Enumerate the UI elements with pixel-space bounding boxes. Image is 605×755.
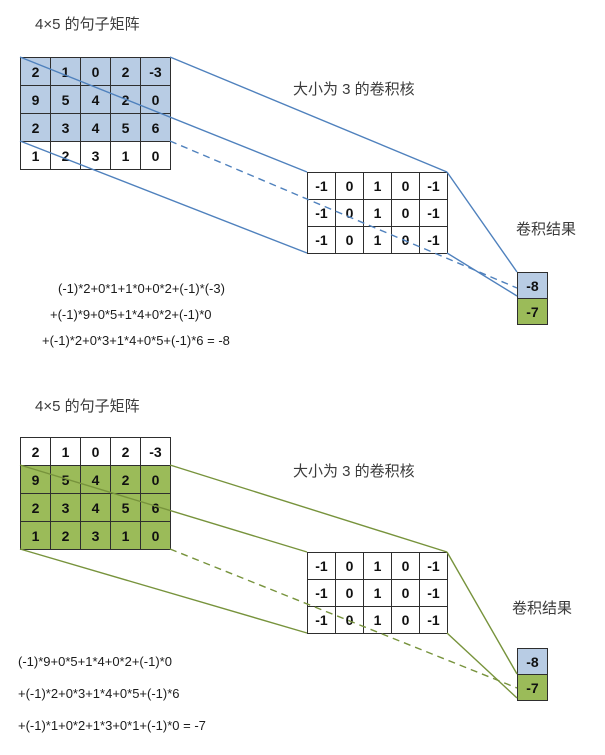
kernel-cell: 1 bbox=[364, 173, 392, 200]
kernel-cell: 1 bbox=[364, 607, 392, 634]
matrix-cell: 3 bbox=[81, 142, 111, 170]
result-cell: -7 bbox=[518, 675, 548, 701]
kernel-cell: 0 bbox=[392, 607, 420, 634]
matrix-cell: 1 bbox=[111, 522, 141, 550]
matrix-cell: 9 bbox=[21, 86, 51, 114]
matrix-cell: 4 bbox=[81, 114, 111, 142]
matrix-cell: 2 bbox=[21, 114, 51, 142]
matrix-cell: -3 bbox=[141, 58, 171, 86]
kernel-cell: 1 bbox=[364, 580, 392, 607]
matrix-cell: 0 bbox=[81, 438, 111, 466]
kernel-label: 大小为 3 的卷积核 bbox=[293, 81, 415, 98]
kernel-cell: 0 bbox=[336, 173, 364, 200]
formula-line: (-1)*9+0*5+1*4+0*2+(-1)*0 bbox=[18, 654, 172, 669]
formula-block: (-1)*2+0*1+1*0+0*2+(-1)*(-3) +(-1)*9+0*5+… bbox=[0, 276, 230, 354]
matrix-cell: 1 bbox=[111, 142, 141, 170]
result-label: 卷积结果 bbox=[516, 221, 577, 238]
kernel-cell: 1 bbox=[364, 553, 392, 580]
matrix-cell: 4 bbox=[81, 86, 111, 114]
result-column: -8-7 bbox=[517, 272, 548, 325]
matrix-cell: 6 bbox=[141, 494, 171, 522]
kernel-cell: -1 bbox=[308, 200, 336, 227]
matrix-cell: 5 bbox=[51, 86, 81, 114]
matrix-cell: 1 bbox=[51, 58, 81, 86]
matrix-cell: 5 bbox=[51, 466, 81, 494]
matrix-cell: 6 bbox=[141, 114, 171, 142]
matrix-cell: 1 bbox=[51, 438, 81, 466]
kernel-cell: 0 bbox=[336, 200, 364, 227]
matrix-cell: 0 bbox=[141, 142, 171, 170]
kernel-cell: -1 bbox=[420, 553, 448, 580]
matrix-cell: 3 bbox=[51, 494, 81, 522]
formula-line: (-1)*2+0*1+1*0+0*2+(-1)*(-3) bbox=[58, 281, 225, 296]
matrix-cell: 0 bbox=[81, 58, 111, 86]
matrix-cell: 2 bbox=[21, 494, 51, 522]
formula-line: +(-1)*2+0*3+1*4+0*5+(-1)*6 bbox=[18, 686, 180, 701]
kernel-cell: 0 bbox=[392, 227, 420, 254]
kernel-cell: 0 bbox=[392, 580, 420, 607]
result-column: -8-7 bbox=[517, 648, 548, 701]
matrix-cell: 2 bbox=[51, 142, 81, 170]
matrix-cell: 1 bbox=[21, 522, 51, 550]
result-cell: -8 bbox=[518, 273, 548, 299]
kernel-cell: -1 bbox=[308, 227, 336, 254]
formula-line: +(-1)*2+0*3+1*4+0*5+(-1)*6 = -8 bbox=[42, 333, 230, 348]
matrix-cell: 2 bbox=[111, 466, 141, 494]
kernel-cell: 0 bbox=[336, 227, 364, 254]
matrix-cell: 2 bbox=[51, 522, 81, 550]
matrix-cell: 1 bbox=[21, 142, 51, 170]
kernel-cell: -1 bbox=[420, 580, 448, 607]
formula-line: +(-1)*9+0*5+1*4+0*2+(-1)*0 bbox=[50, 307, 212, 322]
kernel-label: 大小为 3 的卷积核 bbox=[293, 463, 415, 480]
matrix-cell: 0 bbox=[141, 522, 171, 550]
matrix-title: 4×5 的句子矩阵 bbox=[35, 398, 140, 415]
matrix-cell: 9 bbox=[21, 466, 51, 494]
matrix-cell: -3 bbox=[141, 438, 171, 466]
result-label: 卷积结果 bbox=[512, 600, 573, 617]
result-cell: -8 bbox=[518, 649, 548, 675]
matrix-cell: 0 bbox=[141, 466, 171, 494]
formula-block: (-1)*9+0*5+1*4+0*2+(-1)*0 +(-1)*2+0*3+1*4… bbox=[0, 646, 206, 742]
result-cell: -7 bbox=[518, 299, 548, 325]
kernel-cell: 0 bbox=[392, 553, 420, 580]
kernel-cell: 0 bbox=[392, 173, 420, 200]
kernel-cell: 0 bbox=[392, 200, 420, 227]
matrix-cell: 5 bbox=[111, 114, 141, 142]
kernel-cell: 0 bbox=[336, 607, 364, 634]
kernel-cell: -1 bbox=[420, 607, 448, 634]
kernel-cell: -1 bbox=[308, 607, 336, 634]
matrix-cell: 2 bbox=[111, 86, 141, 114]
kernel-cell: -1 bbox=[420, 200, 448, 227]
kernel-cell: 1 bbox=[364, 200, 392, 227]
matrix-title: 4×5 的句子矩阵 bbox=[35, 16, 140, 33]
matrix-cell: 2 bbox=[111, 438, 141, 466]
matrix-cell: 0 bbox=[141, 86, 171, 114]
kernel-cell: 0 bbox=[336, 553, 364, 580]
matrix-cell: 4 bbox=[81, 494, 111, 522]
matrix-cell: 3 bbox=[81, 522, 111, 550]
matrix-cell: 2 bbox=[21, 58, 51, 86]
kernel-cell: -1 bbox=[420, 227, 448, 254]
kernel-cell: 1 bbox=[364, 227, 392, 254]
kernel-cell: -1 bbox=[308, 553, 336, 580]
formula-line: +(-1)*1+0*2+1*3+0*1+(-1)*0 = -7 bbox=[18, 718, 206, 733]
matrix-cell: 2 bbox=[21, 438, 51, 466]
kernel-cell: -1 bbox=[420, 173, 448, 200]
kernel-cell: -1 bbox=[308, 580, 336, 607]
kernel-cell: 0 bbox=[336, 580, 364, 607]
matrix-cell: 2 bbox=[111, 58, 141, 86]
matrix-cell: 5 bbox=[111, 494, 141, 522]
matrix-cell: 3 bbox=[51, 114, 81, 142]
matrix-cell: 4 bbox=[81, 466, 111, 494]
kernel-cell: -1 bbox=[308, 173, 336, 200]
